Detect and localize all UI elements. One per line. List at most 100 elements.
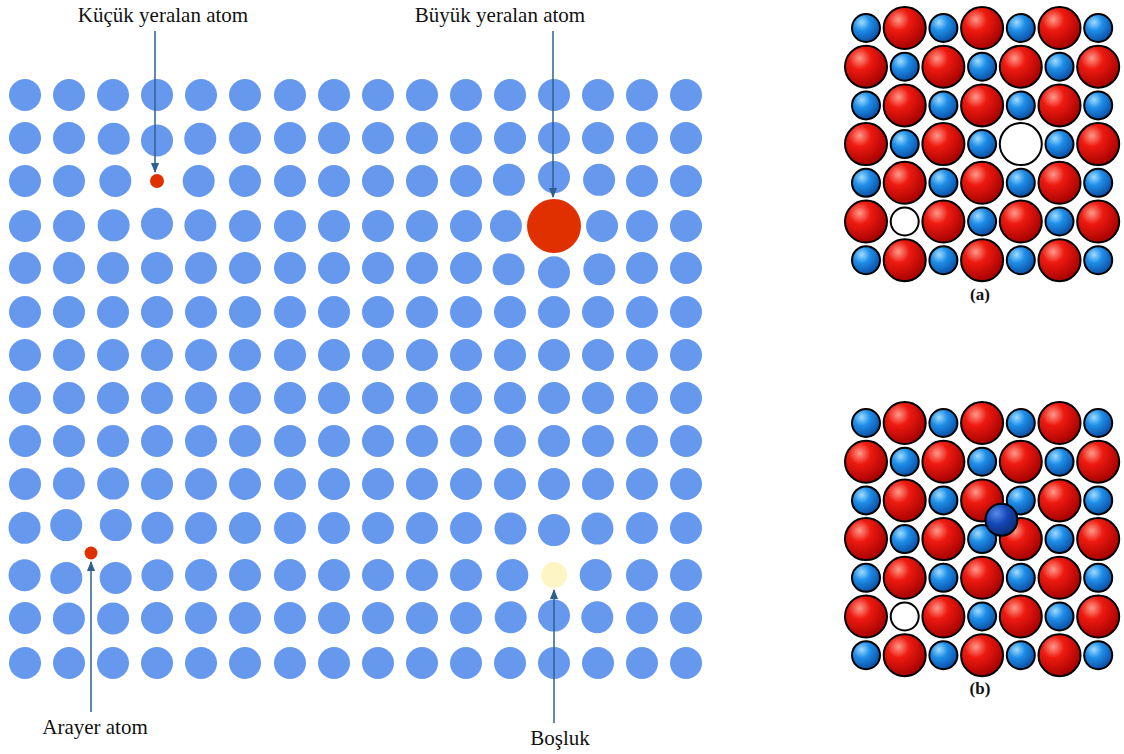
anion xyxy=(845,46,887,88)
host-atom xyxy=(53,468,85,500)
host-atom xyxy=(494,382,526,414)
host-atom xyxy=(185,602,217,634)
host-atom xyxy=(229,512,261,544)
host-atom xyxy=(9,210,41,242)
cation xyxy=(1046,525,1074,553)
cation xyxy=(1007,14,1035,42)
anion xyxy=(1000,441,1042,483)
leader-lines xyxy=(91,31,554,723)
cation xyxy=(1007,409,1035,437)
host-atom xyxy=(494,296,526,328)
host-atom xyxy=(185,512,217,544)
anion xyxy=(1000,46,1042,88)
host-atom xyxy=(362,647,394,679)
host-atom xyxy=(626,647,658,679)
host-atom xyxy=(53,252,85,284)
host-atom xyxy=(495,601,527,633)
cation xyxy=(1046,53,1074,81)
host-atom xyxy=(670,512,702,544)
host-atom xyxy=(582,296,614,328)
anion xyxy=(1077,201,1119,243)
cation xyxy=(1084,641,1112,669)
anion xyxy=(1039,402,1081,444)
host-atom xyxy=(53,382,85,414)
host-atom xyxy=(97,382,129,414)
anion xyxy=(922,46,964,88)
anion xyxy=(845,596,887,638)
host-atom xyxy=(450,296,482,328)
small-substitutional-atom xyxy=(150,174,164,188)
host-atom xyxy=(97,252,129,284)
host-atom xyxy=(9,602,41,634)
host-atom xyxy=(9,425,41,457)
host-atom xyxy=(274,165,306,197)
host-atom xyxy=(318,210,350,242)
host-atom xyxy=(582,382,614,414)
host-atom xyxy=(362,559,394,591)
host-atom xyxy=(538,122,570,154)
host-atom xyxy=(141,425,173,457)
host-atom xyxy=(406,210,438,242)
anion xyxy=(884,162,926,204)
host-atom xyxy=(9,339,41,371)
host-atom xyxy=(583,253,615,285)
host-atom xyxy=(362,296,394,328)
host-atom xyxy=(185,79,217,111)
ionic-panel xyxy=(845,402,1119,676)
defect-label: Büyük yeralan atom xyxy=(415,4,585,27)
anion xyxy=(961,239,1003,281)
anion xyxy=(1000,201,1042,243)
host-atom xyxy=(9,512,41,544)
host-atom xyxy=(141,382,173,414)
vacancy xyxy=(1000,123,1042,165)
host-atom xyxy=(141,124,173,156)
host-atom xyxy=(141,252,173,284)
cation xyxy=(1046,603,1074,631)
host-atom xyxy=(97,339,129,371)
cation xyxy=(1046,448,1074,476)
cation xyxy=(1084,169,1112,197)
host-atom xyxy=(274,382,306,414)
host-atom xyxy=(581,513,613,545)
host-atom xyxy=(582,647,614,679)
cation xyxy=(852,91,880,119)
host-atom xyxy=(185,296,217,328)
host-atom xyxy=(582,79,614,111)
cation xyxy=(929,641,957,669)
host-atom xyxy=(9,468,41,500)
anion xyxy=(961,84,1003,126)
host-atom xyxy=(406,122,438,154)
anion xyxy=(1077,518,1119,560)
host-atom xyxy=(450,79,482,111)
host-atom xyxy=(318,468,350,500)
anion xyxy=(961,557,1003,599)
anion xyxy=(1077,46,1119,88)
host-atom xyxy=(496,559,528,591)
host-atom xyxy=(229,647,261,679)
host-atom xyxy=(362,210,394,242)
anion xyxy=(845,201,887,243)
cation xyxy=(929,564,957,592)
host-atom xyxy=(586,210,618,242)
cation xyxy=(1084,564,1112,592)
host-atom xyxy=(450,165,482,197)
anion xyxy=(884,7,926,49)
host-atom xyxy=(490,210,522,242)
host-atom xyxy=(274,339,306,371)
host-atom xyxy=(185,559,217,591)
host-atom xyxy=(100,562,132,594)
host-atom xyxy=(362,79,394,111)
host-atom xyxy=(450,122,482,154)
host-atom xyxy=(670,468,702,500)
host-atom xyxy=(274,122,306,154)
cation xyxy=(929,486,957,514)
host-atom xyxy=(184,209,216,241)
host-atom xyxy=(583,164,615,196)
host-atom xyxy=(229,79,261,111)
host-atom xyxy=(670,339,702,371)
cation xyxy=(852,14,880,42)
cation xyxy=(852,564,880,592)
anion xyxy=(1039,479,1081,521)
host-atom xyxy=(318,79,350,111)
leader-line xyxy=(154,31,156,172)
